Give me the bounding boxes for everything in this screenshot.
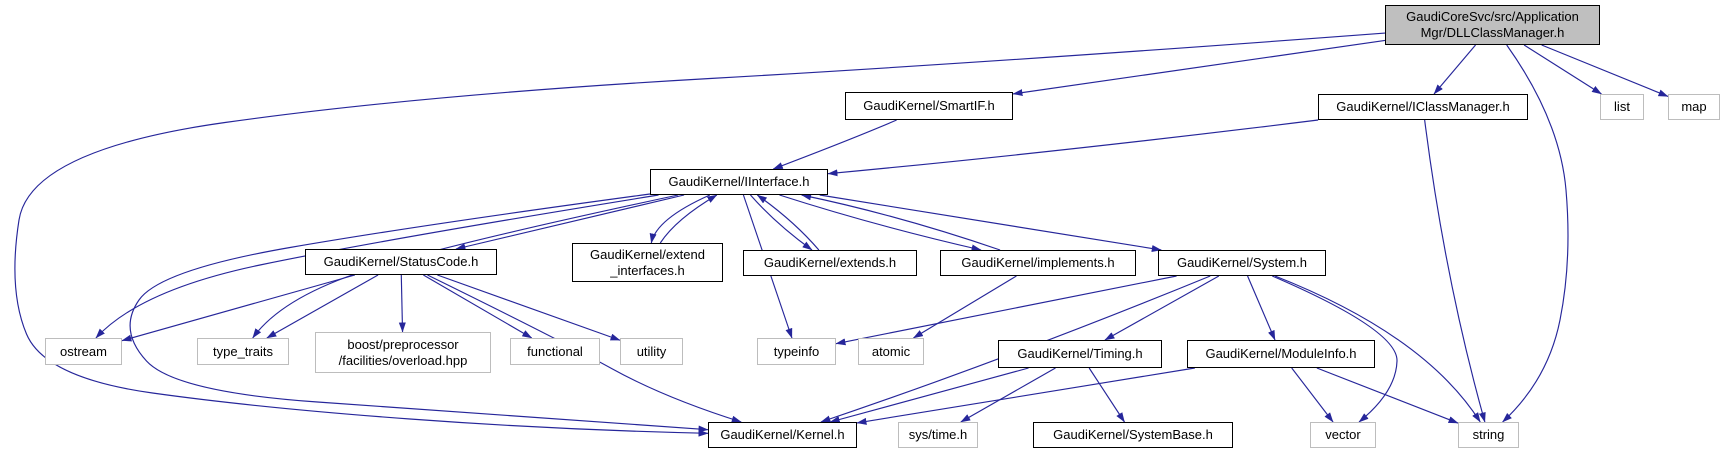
node-label: sys/time.h xyxy=(908,427,968,443)
edge-statuscode-functional xyxy=(423,274,533,339)
edge-iintf-statuscode xyxy=(455,194,685,251)
node-label: GaudiKernel/StatusCode.h xyxy=(323,254,479,270)
node-list: list xyxy=(1600,94,1644,120)
node-utility: utility xyxy=(620,338,683,365)
edge-implements-iintf xyxy=(801,193,1001,251)
edge-iintf-kernel xyxy=(129,193,709,433)
node-label: Mgr/DLLClassManager.h xyxy=(1420,25,1565,40)
node-kernel[interactable]: GaudiKernel/Kernel.h xyxy=(708,422,857,448)
node-label: type_traits xyxy=(213,343,273,359)
edge-smartif-iintf xyxy=(772,119,897,170)
edge-modinfo-string xyxy=(1316,367,1459,424)
node-extends[interactable]: GaudiKernel/extends.h xyxy=(743,250,917,276)
node-extintf[interactable]: GaudiKernel/extend_interfaces.h xyxy=(572,243,723,282)
node-label: GaudiCoreSvc/src/Application xyxy=(1406,9,1579,25)
edge-m-smartif xyxy=(1012,39,1386,97)
edge-system-timing xyxy=(1104,275,1220,341)
edge-iintf-extintf xyxy=(649,194,711,244)
node-label: atomic xyxy=(871,343,911,359)
edge-implements-atomic xyxy=(912,275,1017,339)
edge-extintf-iintf xyxy=(659,194,718,244)
edge-iintf-ostream xyxy=(95,194,659,339)
node-typeinfo: typeinfo xyxy=(757,338,836,365)
edge-statuscode-ostream xyxy=(121,274,356,342)
node-label: GaudiKernel/System.h xyxy=(1176,255,1308,271)
edge-system-string xyxy=(1274,275,1481,423)
edge-iintf-system xyxy=(819,194,1162,252)
node-label: list xyxy=(1614,99,1630,115)
node-label: GaudiKernel/extends.h xyxy=(763,255,897,271)
node-label: GaudiKernel/IClassManager.h xyxy=(1336,99,1510,115)
edge-system-modinfo xyxy=(1247,275,1276,341)
node-label: GaudiKernel/ModuleInfo.h xyxy=(1205,346,1357,362)
node-label: GaudiKernel/SmartIF.h xyxy=(863,98,995,114)
node-label: GaudiKernel/extend xyxy=(590,246,705,262)
edge-iclsmgr-string xyxy=(1424,119,1486,423)
node-label: typeinfo xyxy=(773,343,820,359)
node-label: GaudiKernel/SystemBase.h xyxy=(1053,427,1213,443)
edge-statuscode-kernel xyxy=(427,274,742,423)
edge-system-vector xyxy=(1272,275,1398,423)
edge-m-kernel xyxy=(14,32,1386,437)
edge-iintf-extends xyxy=(750,194,813,251)
edge-statuscode-typetraits xyxy=(266,274,379,339)
node-iclsmgr[interactable]: GaudiKernel/IClassManager.h xyxy=(1318,94,1528,120)
edge-m-map xyxy=(1541,44,1669,97)
edge-timing-kernel xyxy=(829,367,1029,423)
node-boost: boost/preprocessor/facilities/overload.h… xyxy=(315,332,491,373)
node-label: vector xyxy=(1325,427,1361,443)
edge-extends-iintf xyxy=(756,194,820,251)
node-label: ostream xyxy=(60,343,107,359)
edge-modinfo-vector xyxy=(1291,367,1334,423)
edge-modinfo-kernel xyxy=(856,367,1195,425)
edge-iintf-implements xyxy=(779,194,982,252)
node-map: map xyxy=(1668,94,1720,120)
edges-group xyxy=(14,32,1669,437)
edge-statuscode-boost xyxy=(398,274,406,333)
edge-timing-systime xyxy=(960,367,1056,423)
edge-timing-sysbase xyxy=(1088,367,1125,423)
node-label: GaudiKernel/Kernel.h xyxy=(720,427,845,443)
node-modinfo[interactable]: GaudiKernel/ModuleInfo.h xyxy=(1187,340,1375,368)
node-implements[interactable]: GaudiKernel/implements.h xyxy=(940,250,1136,276)
edge-m-iclsmgr xyxy=(1433,44,1476,95)
edge-statuscode-utility xyxy=(437,274,621,341)
node-timing[interactable]: GaudiKernel/Timing.h xyxy=(998,340,1162,368)
node-label: GaudiKernel/IInterface.h xyxy=(668,174,810,190)
node-ostream: ostream xyxy=(45,338,122,365)
node-label: /facilities/overload.hpp xyxy=(338,352,468,368)
node-label: boost/preprocessor xyxy=(347,336,459,352)
node-label: utility xyxy=(636,343,667,359)
node-atomic: atomic xyxy=(858,338,924,365)
node-iintf[interactable]: GaudiKernel/IInterface.h xyxy=(650,169,828,195)
node-sysbase[interactable]: GaudiKernel/SystemBase.h xyxy=(1033,422,1233,448)
node-typetraits: type_traits xyxy=(197,338,289,365)
edge-system-typeinfo xyxy=(835,275,1177,346)
node-label: functional xyxy=(527,343,583,359)
node-systime: sys/time.h xyxy=(898,422,978,448)
node-label: string xyxy=(1472,427,1505,443)
node-label: GaudiKernel/Timing.h xyxy=(1017,346,1143,362)
edge-m-string xyxy=(1502,44,1569,423)
node-vector: vector xyxy=(1310,422,1376,448)
node-label: map xyxy=(1681,99,1707,115)
edge-iclsmgr-iintf xyxy=(827,119,1319,177)
node-label: GaudiKernel/implements.h xyxy=(961,255,1115,271)
node-system[interactable]: GaudiKernel/System.h xyxy=(1158,250,1326,276)
edge-m-list xyxy=(1523,44,1602,95)
node-string: string xyxy=(1458,422,1519,448)
node-functional: functional xyxy=(510,338,600,365)
node-statuscode[interactable]: GaudiKernel/StatusCode.h xyxy=(305,249,497,275)
node-smartif[interactable]: GaudiKernel/SmartIF.h xyxy=(845,92,1013,120)
node-label: _interfaces.h xyxy=(610,262,685,278)
